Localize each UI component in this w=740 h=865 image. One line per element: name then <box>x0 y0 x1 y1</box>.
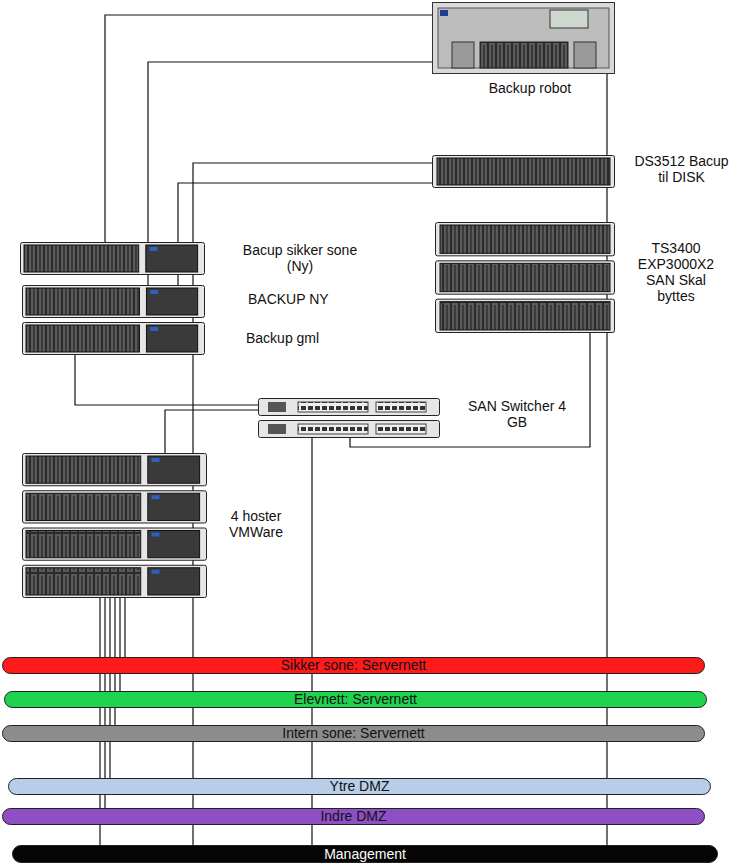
device-unit: Bacup sikker sone (Ny) <box>20 242 205 275</box>
device-label: BACKUP NY <box>248 291 368 307</box>
device-unit: BACKUP NY <box>22 285 205 318</box>
cable-connector <box>193 163 432 845</box>
network-band: Management <box>12 845 718 863</box>
cable-connector <box>165 410 258 453</box>
device-unit: DS3512 Bacup til DISK <box>432 155 615 188</box>
device-label: Bacup sikker sone (Ny) <box>230 242 370 274</box>
device-label: Backup gml <box>246 330 366 346</box>
network-band: Elevnett: Servernett <box>4 691 707 708</box>
device-illustration <box>22 322 205 355</box>
device-illustration <box>432 155 615 188</box>
device-illustration <box>22 453 207 598</box>
device-label: TS3400 EXP3000X2 SAN Skal byttes <box>630 240 722 304</box>
device-label: DS3512 Bacup til DISK <box>629 153 734 185</box>
device-unit: 4 hoster VMWare <box>22 453 207 598</box>
band-label: Elevnett: Servernett <box>294 692 417 707</box>
device-illustration <box>22 285 205 318</box>
device-illustration <box>20 242 205 275</box>
device-unit: Backup robot <box>432 2 615 74</box>
band-label: Management <box>324 847 406 862</box>
device-label: SAN Switcher 4 GB <box>461 398 573 430</box>
cable-connector <box>75 355 258 405</box>
band-label: Ytre DMZ <box>330 779 390 794</box>
cable-connector <box>350 333 590 447</box>
band-label: Sikker sone: Servernett <box>281 658 427 673</box>
cable-connector <box>119 598 120 691</box>
network-band: Sikker sone: Servernett <box>2 657 705 674</box>
network-band: Ytre DMZ <box>8 778 711 795</box>
device-label: Backup robot <box>475 80 585 96</box>
cable-connector <box>109 598 110 778</box>
device-unit: SAN Switcher 4 GB <box>258 398 440 438</box>
cable-connector <box>178 183 432 285</box>
device-label: 4 hoster VMWare <box>215 508 297 540</box>
band-label: Indre DMZ <box>320 809 386 824</box>
band-label: Intern sone: Servernett <box>282 726 424 741</box>
device-illustration <box>435 222 615 333</box>
network-band: Indre DMZ <box>2 808 705 825</box>
device-illustration <box>432 2 615 74</box>
device-unit: Backup gml <box>22 322 205 355</box>
network-band: Intern sone: Servernett <box>2 725 705 742</box>
device-unit: TS3400 EXP3000X2 SAN Skal byttes <box>435 222 615 333</box>
cable-connector <box>105 15 432 242</box>
cable-connector <box>124 598 125 657</box>
device-illustration <box>258 398 440 438</box>
